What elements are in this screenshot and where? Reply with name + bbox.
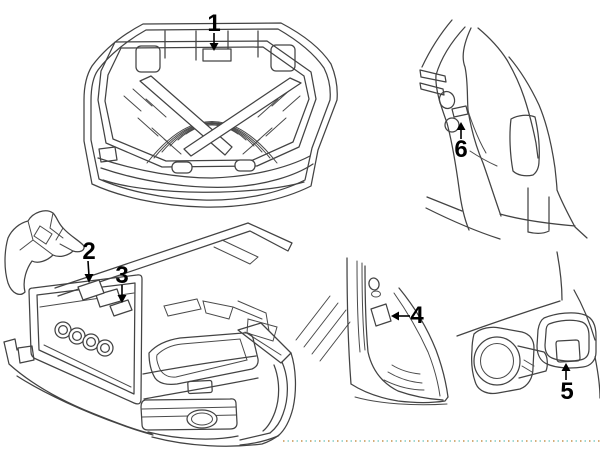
sensor-part — [555, 339, 581, 363]
callout-4[interactable]: 4 — [391, 302, 424, 329]
callout-3[interactable]: 3 — [115, 262, 129, 303]
callout-5-number: 5 — [560, 378, 573, 405]
callout-5-arrow-icon — [561, 363, 571, 371]
callout-2-number: 2 — [82, 238, 95, 265]
callout-6-arrow-icon — [456, 122, 466, 130]
callout-3-number: 3 — [115, 262, 128, 289]
callout-4-number: 4 — [410, 302, 424, 329]
pillar-label-part — [370, 303, 392, 327]
selection-marquee-dots — [283, 440, 600, 442]
bumper-label-part-2 — [77, 279, 105, 301]
callout-1-arrow-icon — [209, 43, 219, 51]
quarter-panel-diagram — [419, 19, 588, 240]
door-pillar-trim-diagram — [295, 257, 449, 406]
callout-6-number: 6 — [454, 136, 467, 163]
quarter-panel-label-part — [451, 105, 469, 118]
callout-1[interactable]: 1 — [207, 10, 221, 51]
hood-diagram — [83, 22, 338, 208]
hood-label-part — [202, 48, 232, 62]
callout-2[interactable]: 2 — [82, 238, 96, 283]
callout-2-arrow-icon — [84, 274, 94, 283]
callout-4-arrow-icon — [391, 311, 399, 321]
callout-1-number: 1 — [207, 10, 220, 37]
callout-3-arrow-icon — [117, 295, 127, 303]
parking-aid-sensor-diagram — [456, 251, 600, 399]
audi-rings-logo — [54, 321, 114, 357]
callout-5[interactable]: 5 — [560, 363, 574, 405]
callout-2-leader — [87, 260, 90, 277]
front-bumper-grille-diagram — [3, 210, 297, 447]
callout-6[interactable]: 6 — [454, 122, 468, 163]
